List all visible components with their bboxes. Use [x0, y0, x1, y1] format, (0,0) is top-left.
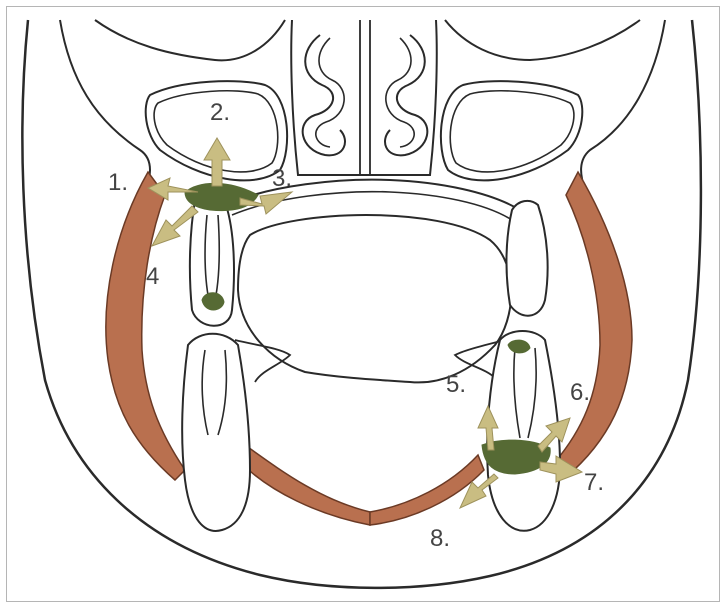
infection-focus-upper-left [185, 183, 258, 210]
concha-right-outer [385, 35, 427, 155]
label-5: 5. [446, 371, 466, 398]
label-3: 3. [272, 165, 292, 192]
skull-arch-left [95, 20, 285, 60]
mylohyoid-band-left [240, 445, 370, 525]
maxillary-sinus-right [441, 81, 582, 180]
mylohyoid-band-right [370, 455, 484, 525]
label-4: 4 [146, 263, 159, 290]
label-2: 2. [210, 99, 230, 126]
lower-molar-left [182, 334, 250, 531]
masseter-muscle-right [555, 172, 632, 478]
oral-cavity [238, 215, 511, 382]
label-8: 8. [430, 525, 450, 552]
concha-left-outer [303, 35, 345, 155]
upper-molar-right [506, 201, 547, 316]
label-7: 7. [584, 469, 604, 496]
label-1: 1. [108, 169, 128, 196]
masseter-muscle-left [106, 172, 185, 480]
skull-contour-left [60, 20, 150, 190]
nasal-septum [360, 20, 370, 175]
lower-molar-right [487, 331, 560, 531]
skull-arch-right [445, 20, 640, 60]
label-6: 6. [570, 379, 590, 406]
